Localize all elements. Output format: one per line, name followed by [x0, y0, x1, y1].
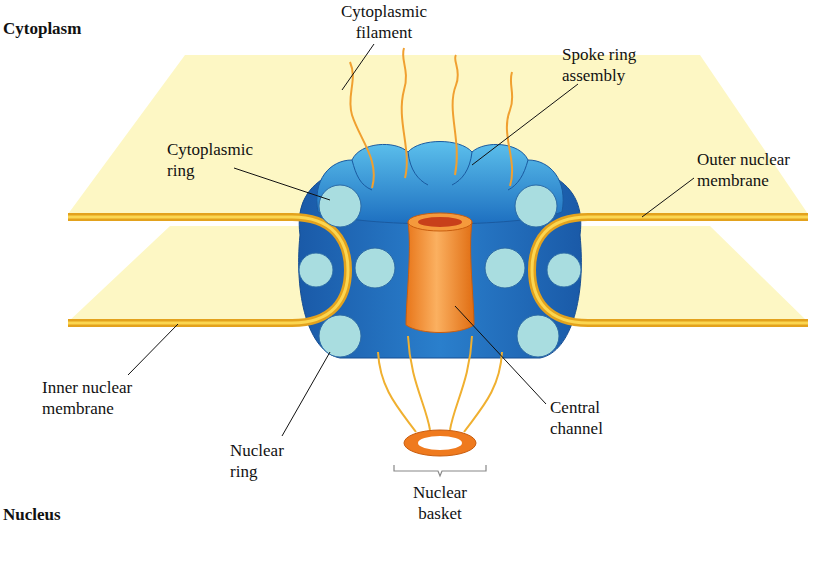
basket-ring-hole — [418, 436, 462, 450]
part-label: Nuclear basket — [400, 482, 480, 524]
bracket — [394, 465, 486, 476]
part-label: Inner nuclear membrane — [42, 377, 162, 419]
part-label: Outer nuclear membrane — [697, 149, 817, 191]
part-label: Cytoplasmic ring — [167, 139, 263, 181]
region-label: Cytoplasm — [3, 18, 81, 39]
part-label: Cytoplasmic filament — [336, 1, 432, 43]
basket-fibers — [378, 336, 502, 432]
spoke-seams — [352, 152, 528, 190]
part-label: Spoke ring assembly — [562, 44, 662, 86]
basket-ring — [404, 430, 476, 456]
ring-subunits — [299, 185, 581, 357]
part-label: Central channel — [550, 397, 624, 439]
part-label: Nuclear ring — [230, 440, 302, 482]
cytoplasmic-filaments — [350, 48, 512, 188]
region-label: Nucleus — [3, 504, 61, 525]
leader-lines — [128, 44, 694, 436]
central-channel — [406, 213, 474, 333]
